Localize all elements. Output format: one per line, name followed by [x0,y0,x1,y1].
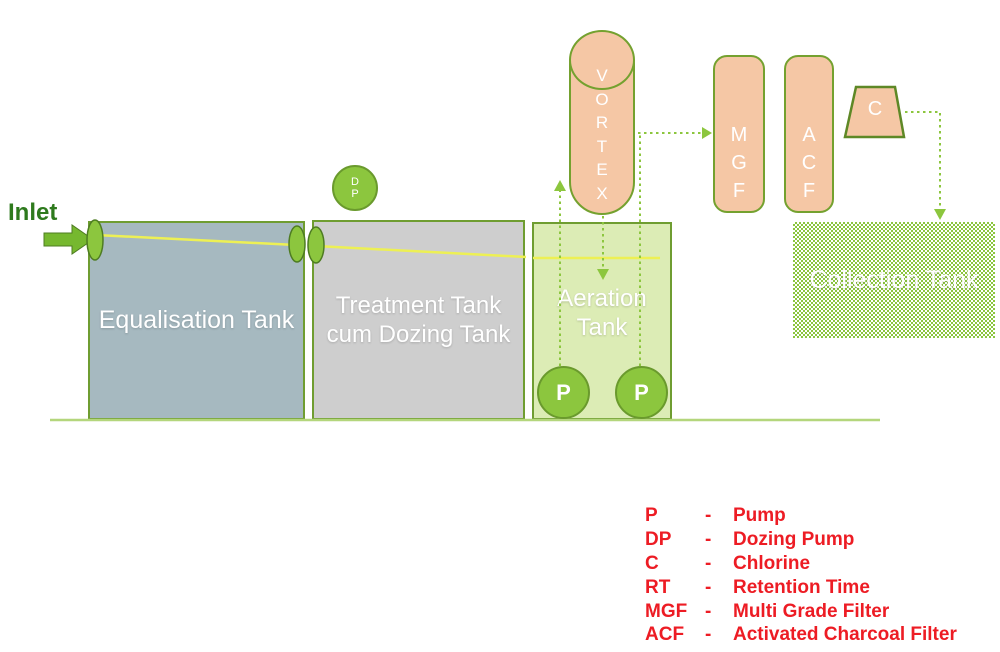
legend-separator: - [705,504,712,526]
legend-meaning: Pump [733,504,786,526]
legend-row-pump: P - Pump [645,504,957,528]
pump-left-badge: P [537,366,590,419]
legend-meaning: Dozing Pump [733,528,855,550]
arrowhead-right-into-mgf-icon [702,127,712,139]
inlet-arrow-icon [43,224,94,255]
legend-meaning: Activated Charcoal Filter [733,624,957,646]
arrowhead-down-into-collection-icon [934,209,946,220]
acf-label: A C F [801,124,817,202]
tank-treatment-label: Treatment Tank cum Dozing Tank [326,291,511,348]
mgf-vessel: M G F [713,55,765,213]
legend-abbr: DP [645,528,672,550]
mgf-label: M G F [730,124,748,202]
tank-aeration-label: Aeration Tank [557,284,647,341]
legend-abbr: ACF [645,624,685,646]
legend-separator: - [705,600,712,622]
legend-abbr: P [645,504,658,526]
legend-meaning: Retention Time [733,576,870,598]
legend-abbr: C [645,552,659,574]
legend-separator: - [705,552,712,574]
legend-row-retention-time: RT - Retention Time [645,576,957,600]
pump-right-badge: P [615,366,668,419]
legend-row-acf: ACF - Activated Charcoal Filter [645,623,957,647]
legend-meaning: Chlorine [733,552,811,574]
pump-left-label: P [556,379,571,405]
legend-abbr: MGF [645,600,688,622]
chlorine-label: C [867,98,883,120]
legend-row-dozing-pump: DP - Dozing Pump [645,528,957,552]
legend-meaning: Multi Grade Filter [733,600,890,622]
legend-separator: - [705,624,712,646]
legend-separator: - [705,576,712,598]
tank-collection: Collection Tank [793,222,995,338]
inlet-label: Inlet [8,199,58,226]
tank-treatment-cum-dozing: Treatment Tank cum Dozing Tank [312,220,525,420]
legend-separator: - [705,528,712,550]
legend: P - Pump DP - Dozing Pump C - Chlorine R… [645,504,957,647]
pump-right-label: P [634,379,649,405]
tank-equalisation: Equalisation Tank [88,221,305,420]
flow-line-chlorine-to-collection [905,111,941,208]
dozing-pump-badge: D P [332,165,378,211]
legend-row-mgf: MGF - Multi Grade Filter [645,600,957,624]
vortex-label: V O R T E X [595,66,609,203]
tank-equalisation-label: Equalisation Tank [98,306,295,335]
dozing-pump-label: D P [351,176,359,200]
legend-row-chlorine: C - Chlorine [645,552,957,576]
arrowhead-up-icon [554,180,566,191]
tank-collection-label: Collection Tank [809,265,979,294]
legend-abbr: RT [645,576,671,598]
acf-vessel: A C F [784,55,834,213]
vortex-top-ellipse [569,30,635,90]
